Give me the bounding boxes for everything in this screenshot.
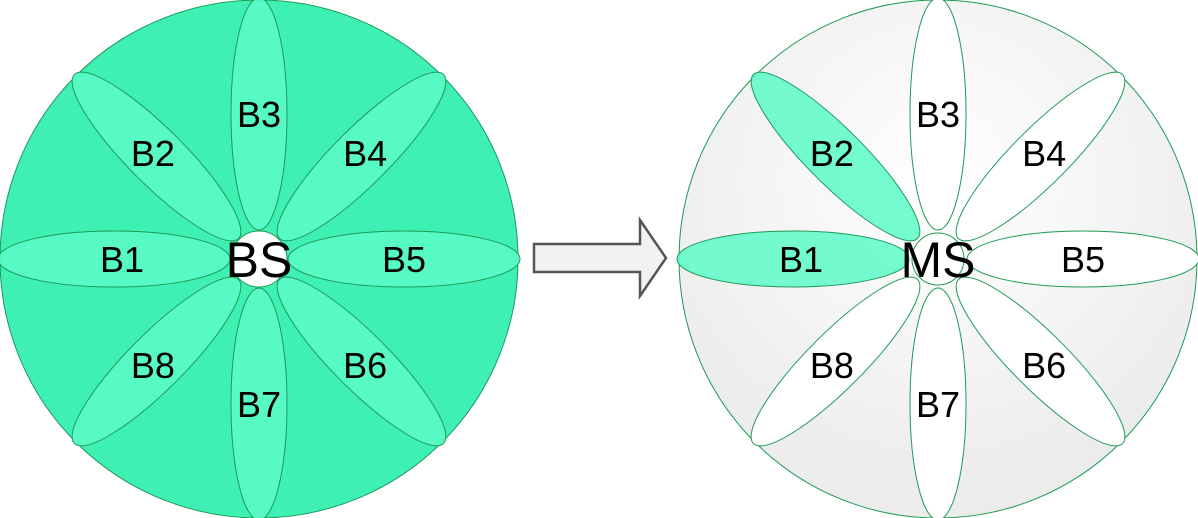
- ms-beam-b5: [966, 230, 1198, 288]
- ms-center-hole: [911, 232, 965, 286]
- ms-beam-b2: [750, 71, 921, 242]
- ms-beam-label-b5: B5: [1061, 239, 1105, 280]
- ms-beams: [676, 0, 1198, 518]
- bs-beam-b4: [276, 71, 447, 242]
- bs-beam-b7: [230, 287, 288, 518]
- ms-beam-label-b2: B2: [810, 133, 854, 174]
- bs-beam-label-b7: B7: [237, 384, 281, 425]
- bs-beam-b1: [0, 230, 231, 288]
- transition-arrow: [532, 215, 668, 301]
- bs-beam-label-b4: B4: [343, 133, 387, 174]
- bs-center-hole: [230, 230, 288, 288]
- ms-beam-label-b4: B4: [1022, 133, 1066, 174]
- bs-beam-label-b3: B3: [237, 94, 281, 135]
- bs-beam-label-b8: B8: [131, 345, 175, 386]
- ms-beam-label-b7: B7: [916, 384, 960, 425]
- ms-beam-label-b8: B8: [810, 345, 854, 386]
- ms-beam-b8: [750, 276, 921, 447]
- bs-beam-label-b2: B2: [131, 133, 175, 174]
- bs-beam-label-b1: B1: [100, 239, 144, 280]
- bs-beams: [0, 0, 521, 518]
- ms-beam-b3: [909, 0, 967, 231]
- bs-beam-b2: [71, 71, 242, 242]
- bs-beam-b5: [287, 230, 521, 288]
- ms-beam-b4: [955, 71, 1126, 242]
- bs-beam-b3: [230, 0, 288, 231]
- right-arrow-icon: [532, 215, 668, 301]
- bs-beam-b8: [71, 276, 242, 447]
- ms-beam-label-b3: B3: [916, 94, 960, 135]
- ms-beam-b1: [676, 230, 910, 288]
- ms-beam-label-b6: B6: [1022, 345, 1066, 386]
- ms-beam-label-b1: B1: [779, 239, 823, 280]
- bs-beam-label-b5: B5: [382, 239, 426, 280]
- ms-beam-b7: [909, 287, 967, 518]
- ms-center-label: MS: [901, 232, 976, 288]
- bs-beam-label-b6: B6: [343, 345, 387, 386]
- bs-beam-b6: [276, 276, 447, 447]
- ms-beam-b6: [955, 276, 1126, 447]
- bs-center-label: BS: [226, 232, 293, 288]
